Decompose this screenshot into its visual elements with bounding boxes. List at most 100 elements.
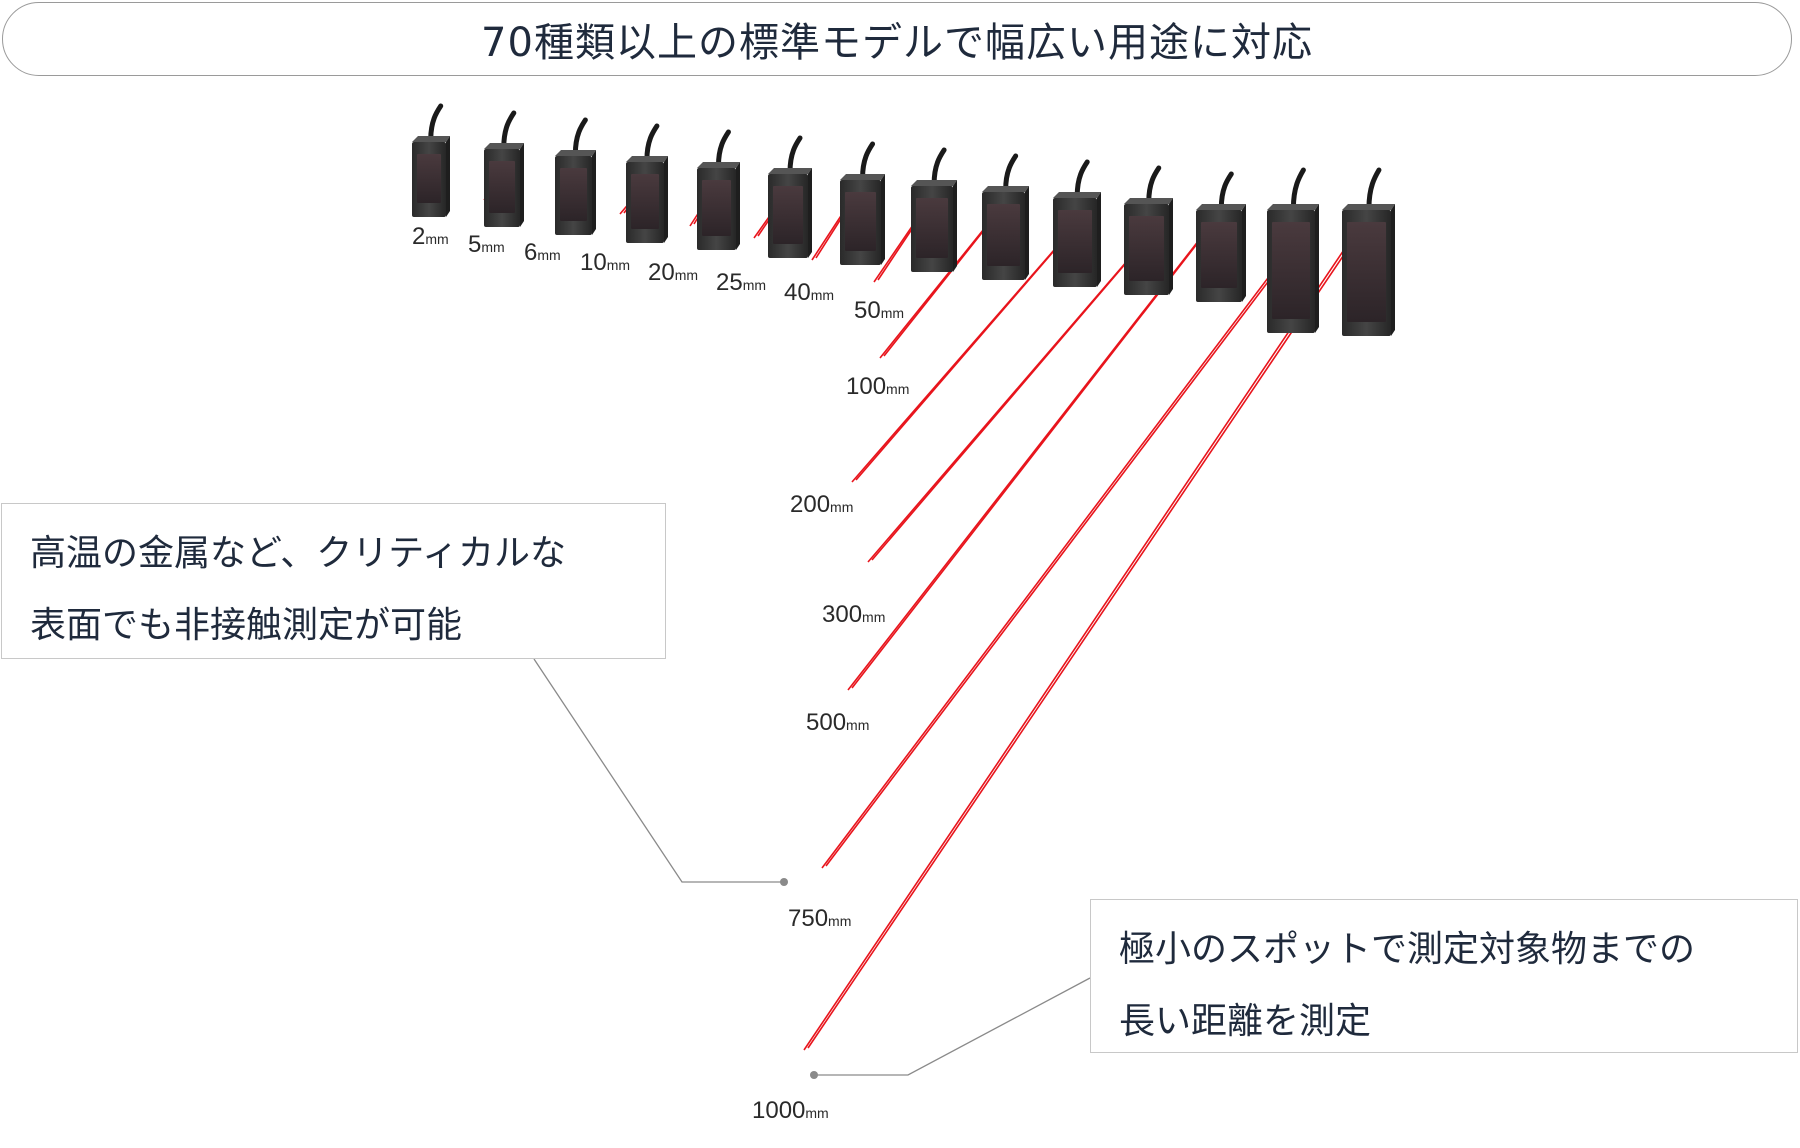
range-unit: mm [811,287,834,303]
sensor-top [1267,204,1319,210]
sensor-100mm [982,153,1029,280]
range-unit: mm [846,717,869,733]
sensor-side [1025,186,1029,280]
laser-beam-500mm-2 [851,221,1215,689]
sensor-window [916,198,948,258]
sensor-5mm [484,110,524,227]
callout-left-line1: 高温の金属など、クリティカルな [30,533,567,574]
sensor-cable [1146,165,1162,205]
sensor-cable [644,123,660,163]
sensor-top [1124,198,1173,204]
leader-line-right [814,977,1091,1076]
sensor-top [768,168,812,174]
sensor-window [845,192,876,251]
sensor-cable [1218,171,1234,211]
range-label-500: 500mm [806,709,869,736]
range-value: 25 [716,269,743,296]
sensor-top [982,186,1029,192]
laser-beam-100mm-2 [883,209,1001,357]
range-value: 20 [648,259,675,286]
callout-right-line2: 長い距離を測定 [1119,1001,1372,1042]
range-label-40: 40mm [784,279,834,306]
sensor-300mm [1124,165,1173,295]
range-value: 50 [854,297,881,324]
sensor-window [987,204,1020,266]
sensor-cable [428,103,444,143]
sensor-top [1196,204,1246,210]
sensor-side [953,180,957,272]
callout-right: 極小のスポットで測定対象物までの 長い距離を測定 [1090,899,1798,1053]
sensor-2mm [412,103,450,217]
range-label-6: 6mm [524,239,561,266]
range-unit: mm [607,257,630,273]
sensor-top [626,156,668,162]
laser-beam-500mm-1 [847,225,1211,691]
sensor-window [702,180,731,236]
sensor-cable [1366,167,1382,211]
range-value: 40 [784,279,811,306]
leader-dot-left [780,878,788,886]
range-label-1000: 1000mm [752,1097,829,1124]
sensor-cable [501,110,517,150]
sensor-side [446,136,450,217]
leader-lines [533,658,1091,1079]
range-unit: mm [537,247,560,263]
laser-beam-750mm-2 [825,257,1287,867]
range-unit: mm [425,231,448,247]
sensor-units [412,103,1395,336]
range-label-750: 750mm [788,905,851,932]
sensor-750mm [1267,167,1319,333]
range-value: 100 [846,373,886,400]
range-label-20: 20mm [648,259,698,286]
sensor-50mm [911,147,957,272]
range-label-200: 200mm [790,491,853,518]
callout-left: 高温の金属など、クリティカルな 表面でも非接触測定が可能 [1,503,666,659]
range-unit: mm [743,277,766,293]
laser-beam-200mm-2 [855,229,1073,481]
range-unit: mm [881,305,904,321]
range-value: 5 [468,231,481,258]
callout-left-line2: 表面でも非接触測定が可能 [30,605,463,646]
sensor-window [631,174,659,229]
range-value: 300 [822,601,862,628]
sensor-window [560,168,587,221]
sensor-cable [860,141,876,181]
sensor-side [664,156,668,243]
callout-right-line1: 極小のスポットで測定対象物までの [1119,929,1696,970]
sensor-cable [931,147,947,187]
sensor-6mm [555,117,596,235]
sensor-top [412,136,450,142]
range-unit: mm [828,913,851,929]
sensor-top [697,162,740,168]
laser-beam-1000mm-2 [807,227,1363,1049]
sensor-window [773,186,803,244]
sensor-side [808,168,812,258]
sensor-window [1129,216,1164,281]
range-label-10: 10mm [580,249,630,276]
sensor-window [1347,222,1386,322]
range-value: 750 [788,905,828,932]
sensor-window [1058,210,1092,273]
range-label-300: 300mm [822,601,885,628]
sensor-cable [787,135,803,175]
sensor-25mm [768,135,812,258]
sensor-top [484,143,524,149]
sensor-1000mm [1342,167,1395,336]
range-label-5: 5mm [468,231,505,258]
laser-beam-100mm-1 [879,213,997,359]
sensor-cable [1074,159,1090,199]
sensor-side [520,143,524,227]
laser-beam-750mm-1 [821,261,1281,869]
sensor-side [1315,204,1319,333]
range-value: 200 [790,491,830,518]
sensor-side [881,174,885,265]
sensor-200mm [1053,159,1101,287]
sensor-cable [1003,153,1019,193]
sensor-window [1201,222,1237,288]
sensor-side [1169,198,1173,295]
range-label-50: 50mm [854,297,904,324]
range-value: 500 [806,709,846,736]
range-label-100: 100mm [846,373,909,400]
laser-beam-1000mm-1 [803,231,1357,1051]
